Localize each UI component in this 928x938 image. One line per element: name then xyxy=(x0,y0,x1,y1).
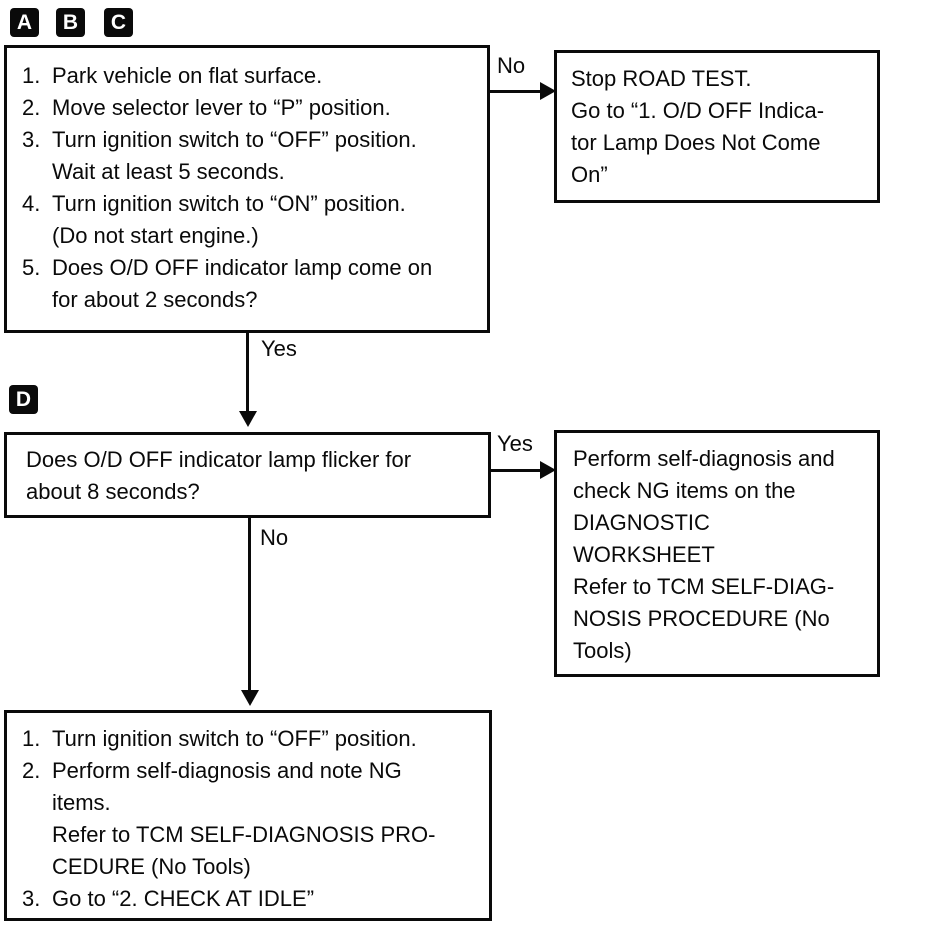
arrowhead-right-icon xyxy=(540,461,556,479)
list-item-text: Does O/D OFF indicator lamp come on for … xyxy=(52,255,433,312)
list-item: 1. Turn ignition switch to “OFF” positio… xyxy=(22,723,479,755)
list-item-number: 2. xyxy=(22,95,41,120)
step-badge-b-label: B xyxy=(62,11,79,34)
step-badge-b: B xyxy=(56,8,85,37)
connector-no-bottom-line xyxy=(248,518,251,692)
step-badge-d-label: D xyxy=(15,388,32,411)
list-item-number: 1. xyxy=(22,726,41,751)
list-item: 2. Perform self-diagnosis and note NG it… xyxy=(22,755,479,883)
list-item-number: 5. xyxy=(22,255,41,280)
list-item: 3. Turn ignition switch to “OFF” positio… xyxy=(22,124,477,188)
list-item: 5. Does O/D OFF indicator lamp come on f… xyxy=(22,252,477,316)
flowchart-box-ignition-off: 1. Turn ignition switch to “OFF” positio… xyxy=(4,710,492,921)
list-item: 4. Turn ignition switch to “ON” position… xyxy=(22,188,477,252)
list-item-number: 2. xyxy=(22,758,41,783)
step-badge-d: D xyxy=(9,385,38,414)
list-item-number: 3. xyxy=(22,127,41,152)
list-item: 2. Move selector lever to “P” position. xyxy=(22,92,477,124)
connector-yes-right-line xyxy=(491,469,542,472)
list-item-number: 1. xyxy=(22,63,41,88)
flowchart-box-self-diagnosis: Perform self-diagnosis and check NG item… xyxy=(554,430,880,677)
arrowhead-down-icon xyxy=(241,690,259,706)
stop-road-test-text: Stop ROAD TEST. Go to “1. O/D OFF Indica… xyxy=(571,66,825,187)
step-badge-c-label: C xyxy=(110,11,127,34)
list-item-text: Turn ignition switch to “OFF” position. xyxy=(52,726,417,751)
list-item: 3. Go to “2. CHECK AT IDLE” xyxy=(22,883,479,915)
arrowhead-down-icon xyxy=(239,411,257,427)
edge-label-yes-mid: Yes xyxy=(261,336,297,361)
flicker-question-text: Does O/D OFF indicator lamp flicker for … xyxy=(26,447,412,504)
list-item-text: Move selector lever to “P” position. xyxy=(52,95,391,120)
self-diagnosis-text: Perform self-diagnosis and check NG item… xyxy=(573,446,835,663)
list-item-text: Turn ignition switch to “OFF” position. … xyxy=(52,127,417,184)
edge-label-no-top: No xyxy=(497,53,526,78)
connector-no-line xyxy=(490,90,542,93)
list-item-text: Go to “2. CHECK AT IDLE” xyxy=(52,886,315,911)
list-item-number: 4. xyxy=(22,191,41,216)
list-item-number: 3. xyxy=(22,886,41,911)
flowchart-box-stop-road-test: Stop ROAD TEST. Go to “1. O/D OFF Indica… xyxy=(554,50,880,203)
arrowhead-right-icon xyxy=(540,82,556,100)
precheck-step-list: 1. Park vehicle on flat surface. 2. Move… xyxy=(7,48,487,316)
edge-label-yes-right: Yes xyxy=(497,431,533,456)
flowchart-box-precheck: 1. Park vehicle on flat surface. 2. Move… xyxy=(4,45,490,333)
step-badge-a: A xyxy=(10,8,39,37)
step-badge-c: C xyxy=(104,8,133,37)
list-item: 1. Park vehicle on flat surface. xyxy=(22,60,477,92)
list-item-text: Turn ignition switch to “ON” position. (… xyxy=(52,191,406,248)
ignition-off-step-list: 1. Turn ignition switch to “OFF” positio… xyxy=(7,713,489,915)
list-item-text: Park vehicle on flat surface. xyxy=(52,63,323,88)
list-item-text: Perform self-diagnosis and note NG items… xyxy=(52,758,436,879)
connector-yes-line xyxy=(246,333,249,413)
flowchart-box-flicker-question: Does O/D OFF indicator lamp flicker for … xyxy=(4,432,491,518)
step-badge-a-label: A xyxy=(16,11,33,34)
edge-label-no-bottom: No xyxy=(260,525,289,550)
